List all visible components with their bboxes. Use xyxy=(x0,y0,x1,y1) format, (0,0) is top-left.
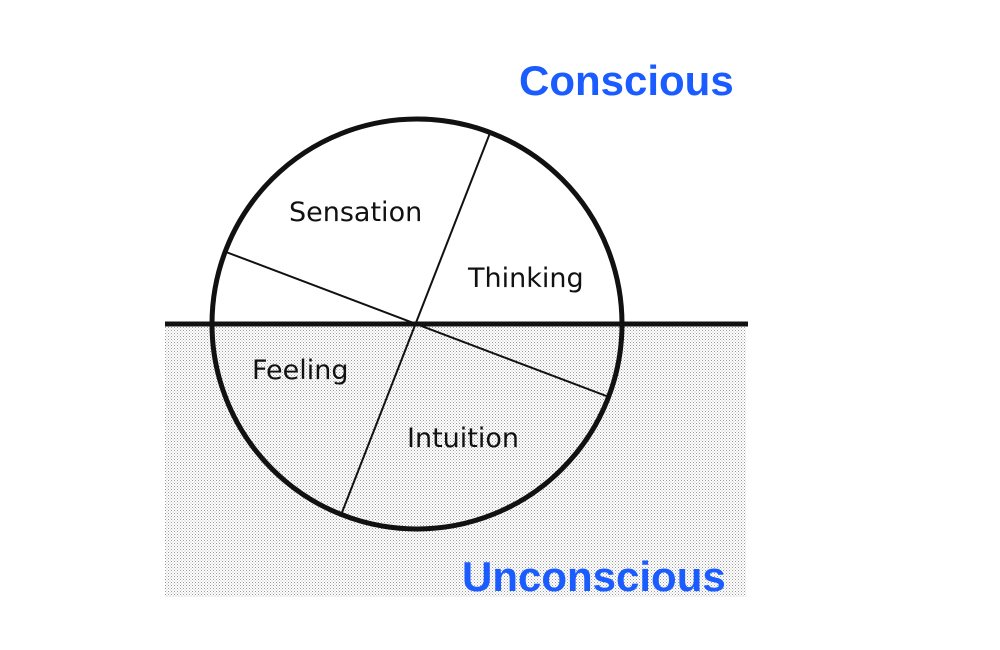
intuition-label: Intuition xyxy=(407,423,519,454)
feeling-label: Feeling xyxy=(252,355,349,386)
unconscious-label: Unconscious xyxy=(462,553,726,600)
conscious-label: Conscious xyxy=(519,57,734,104)
conscious-half xyxy=(212,119,622,324)
thinking-label: Thinking xyxy=(468,263,584,294)
sensation-label: Sensation xyxy=(289,197,423,228)
